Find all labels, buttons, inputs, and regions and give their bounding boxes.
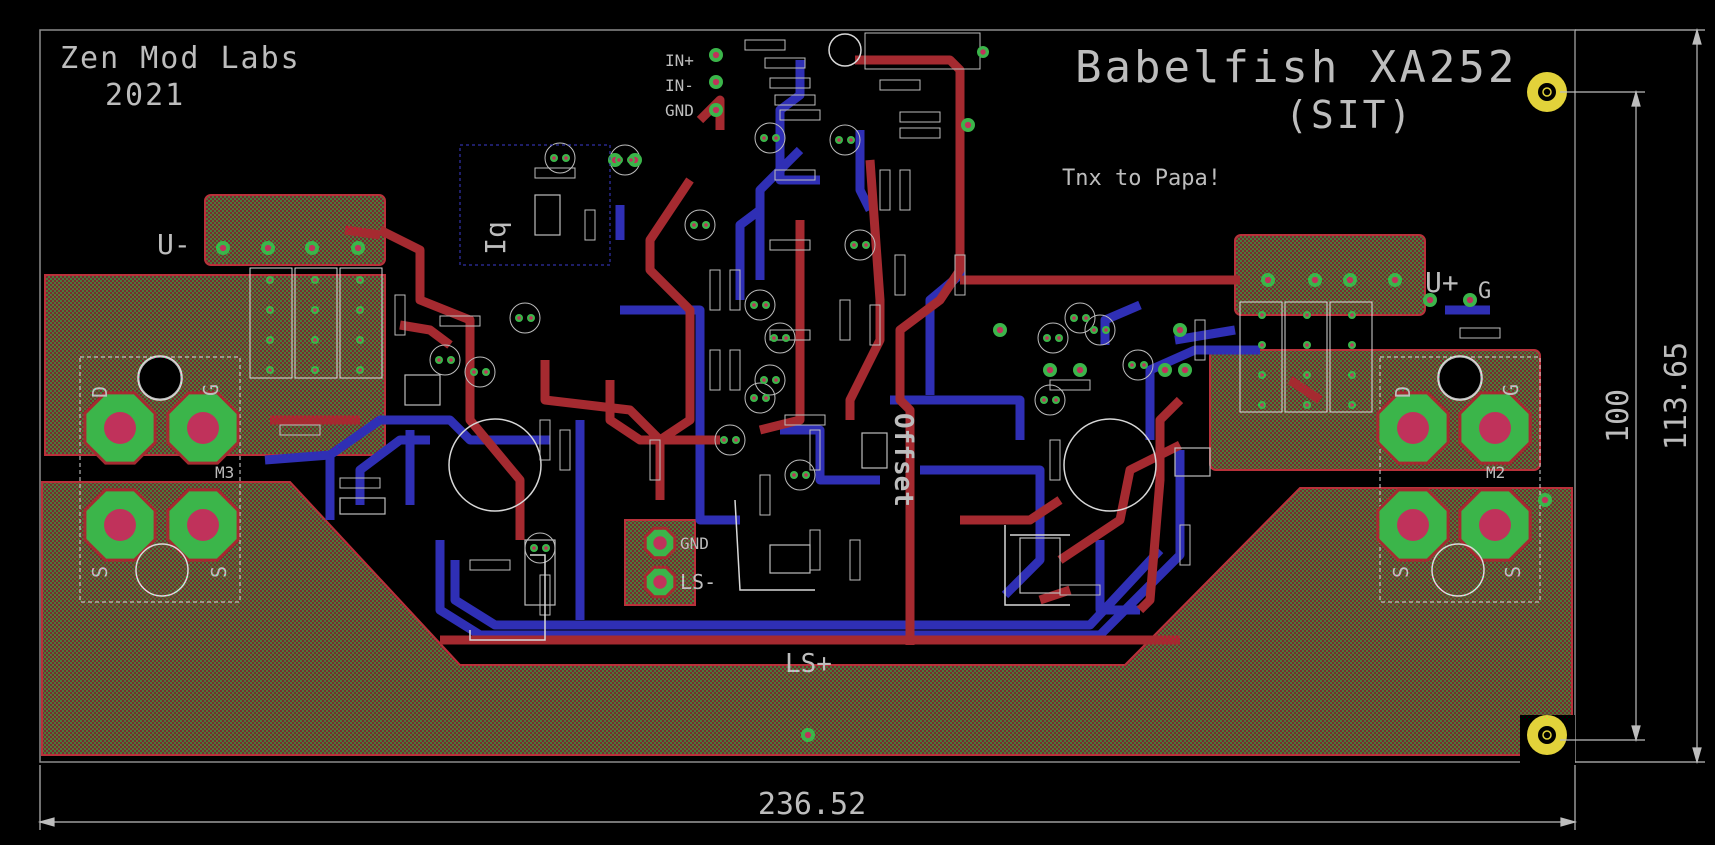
thanks-label: Tnx to Papa! <box>1062 166 1221 191</box>
ls-plus-label: LS+ <box>785 649 832 679</box>
maker-label: Zen Mod Labs <box>60 41 301 76</box>
iq-keepout-box <box>459 144 611 266</box>
offset-label: Offset <box>888 413 918 507</box>
in-gnd-label: GND <box>665 101 694 120</box>
iq-label: Iq <box>479 221 512 255</box>
mosfet-left-d: D <box>88 386 112 398</box>
u-minus-label: U- <box>157 228 191 261</box>
via-pads <box>216 46 1552 742</box>
mosfet-right-s2: S <box>1501 566 1525 578</box>
dim-height-inner: 100 <box>1601 389 1636 443</box>
mosfet-left-ref: M3 <box>215 463 234 482</box>
mosfet-left-g: G <box>199 384 223 396</box>
in-plus-label: IN+ <box>665 51 694 70</box>
dimension-lines <box>37 27 1705 830</box>
mosfet-left-s2: S <box>207 566 231 578</box>
top-copper-traces <box>270 55 1323 645</box>
silkscreen-text: Zen Mod Labs 2021 Babelfish XA252 (SIT) … <box>60 41 1525 679</box>
component-layer <box>138 32 1501 616</box>
large-pads <box>83 391 1532 599</box>
mosfet-left-s1: S <box>88 566 112 578</box>
mosfet-right-g: G <box>1499 384 1523 396</box>
heatsink-brackets <box>469 499 1070 641</box>
g-label: G <box>1478 279 1491 304</box>
dimension-labels: 236.52 100 113.65 <box>758 342 1694 822</box>
mosfet-right-ref: M2 <box>1486 463 1505 482</box>
mosfet-right-s1: S <box>1389 566 1413 578</box>
variant-label: (SIT) <box>1285 93 1414 137</box>
power-pad-strips <box>249 267 1373 413</box>
year-label: 2021 <box>105 78 185 113</box>
dim-width: 236.52 <box>758 787 866 822</box>
electrolytic-caps <box>135 33 1485 597</box>
out-gnd-label: GND <box>680 534 709 553</box>
board-name: Babelfish XA252 <box>1075 42 1517 93</box>
mosfet-right-d: D <box>1391 386 1415 398</box>
in-minus-label: IN- <box>665 76 694 95</box>
dim-height-outer: 113.65 <box>1659 342 1694 450</box>
board-outline <box>39 29 1576 763</box>
ls-minus-label: LS- <box>680 570 716 594</box>
u-plus-label: U+ <box>1425 266 1459 299</box>
